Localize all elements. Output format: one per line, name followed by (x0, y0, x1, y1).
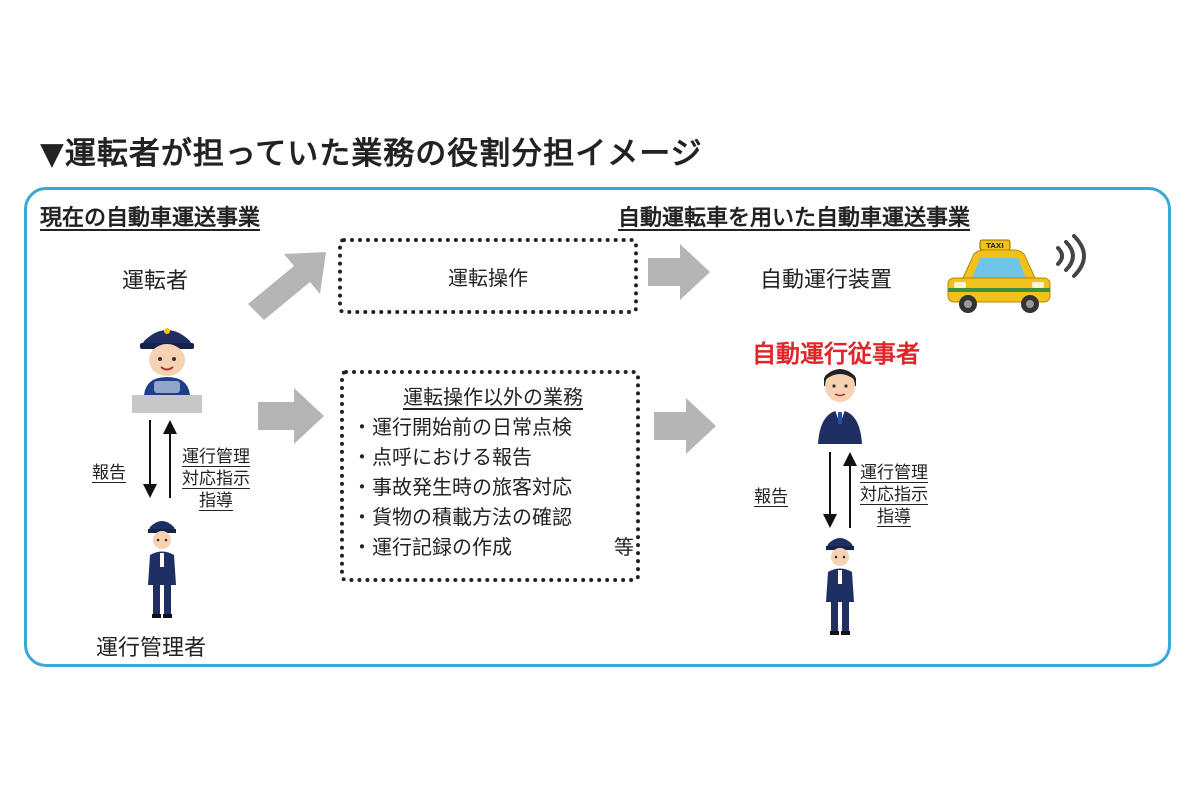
upper-right-arrow-icon (648, 244, 710, 300)
left-report-label: 報告 (92, 463, 126, 483)
tasks-suffix: 等 (614, 535, 634, 559)
lower-left-arrow-icon (258, 388, 324, 444)
driving-operation-label: 運転操作 (448, 266, 528, 290)
taxi-sign-text: TAXI (986, 242, 1004, 250)
task-item: ・事故発生時の旅客対応 (352, 475, 572, 499)
worker-figure-icon (818, 369, 862, 444)
left-instruction-line: 指導 (199, 491, 233, 511)
manager-label: 運行管理者 (96, 636, 207, 661)
right-manager-figure-icon (826, 538, 854, 635)
left-instruction-line: 対応指示 (182, 469, 250, 489)
right-report-label: 報告 (754, 487, 788, 507)
task-item: ・点呼における報告 (352, 445, 532, 469)
taxi-icon: TAXI (947, 239, 1051, 313)
manager-figure-icon (148, 521, 176, 618)
page-title: ▼運転者が担っていた業務の役割分担イメージ (40, 136, 703, 172)
device-label: 自動運行装置 (760, 268, 893, 293)
driving-operation-box (338, 238, 638, 314)
driver-label: 運転者 (122, 269, 189, 294)
right-instruction-text: 運行管理 対応指示 指導 (860, 462, 928, 528)
right-instruction-line: 運行管理 (860, 463, 928, 483)
right-instruction-line: 指導 (877, 507, 911, 527)
driver-figure-icon (132, 328, 202, 413)
tasks-heading: 運転操作以外の業務 (403, 385, 583, 409)
right-instruction-line: 対応指示 (860, 485, 928, 505)
task-item: ・運行開始前の日常点検 (352, 415, 572, 439)
other-tasks-box (340, 370, 640, 582)
left-report-arrows (143, 420, 177, 498)
task-item-last: ・運行記録の作成 等 (352, 532, 634, 562)
worker-label: 自動運行従事者 (752, 340, 920, 368)
left-instruction-text: 運行管理 対応指示 指導 (182, 446, 250, 512)
other-tasks-list: 運転操作以外の業務 ・運行開始前の日常点検 ・点呼における報告 ・事故発生時の旅… (352, 382, 634, 562)
task-item: ・貨物の積載方法の確認 (352, 505, 572, 529)
upper-left-arrow-icon (248, 252, 326, 320)
right-report-arrows (823, 452, 857, 528)
right-heading: 自動運転車を用いた自動車運送事業 (618, 206, 971, 231)
left-instruction-line: 運行管理 (182, 447, 250, 467)
task-item: ・運行記録の作成 (352, 535, 512, 559)
diagram-frame (24, 187, 1171, 667)
signal-waves-icon (1056, 234, 1086, 278)
left-heading: 現在の自動車運送事業 (40, 206, 261, 231)
lower-right-arrow-icon (654, 398, 716, 454)
